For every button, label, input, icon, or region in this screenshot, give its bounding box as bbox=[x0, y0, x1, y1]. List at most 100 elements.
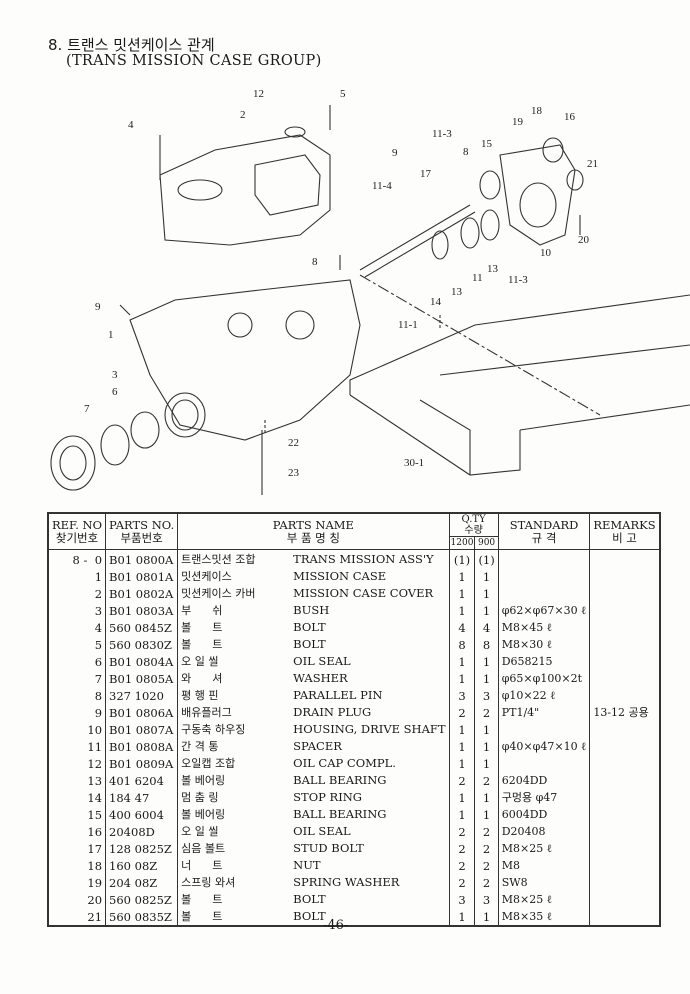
qty-900: 1 bbox=[474, 806, 499, 823]
parts-no: B01 0808A bbox=[105, 738, 179, 755]
qty-900: 1 bbox=[474, 568, 499, 585]
callout-label: 22 bbox=[288, 437, 299, 449]
parts-no: B01 0807A bbox=[105, 721, 179, 738]
name-english: BALL BEARING bbox=[293, 773, 387, 787]
qty-900: 8 bbox=[474, 636, 499, 653]
parts-no: 560 0825Z bbox=[105, 891, 179, 908]
remarks bbox=[589, 602, 661, 619]
name-korean: 스프링 와셔 bbox=[181, 876, 236, 889]
callout-label: 11-4 bbox=[372, 180, 392, 192]
standard: M8×45 ℓ bbox=[497, 619, 591, 636]
remarks bbox=[589, 755, 661, 772]
ref-no: 8 - 0 bbox=[47, 549, 107, 568]
callout-label: 15 bbox=[481, 138, 493, 150]
ref-no: 8 bbox=[47, 687, 107, 704]
bush bbox=[130, 411, 160, 449]
name-english: TRANS MISSION ASS'Y bbox=[293, 552, 434, 566]
qty-1200: 3 bbox=[448, 891, 476, 908]
name-english: HOUSING, DRIVE SHAFT bbox=[293, 722, 446, 736]
callout-label: 11 bbox=[472, 272, 483, 284]
callout-label: 12 bbox=[253, 88, 264, 100]
callout-label: 18 bbox=[531, 105, 543, 117]
name-korean: 볼 트 bbox=[181, 638, 223, 651]
name-korean: 볼 트 bbox=[181, 910, 223, 923]
standard: φ40×φ47×10 ℓ bbox=[497, 738, 591, 755]
qty-1200: 1 bbox=[448, 755, 476, 772]
parts-no: B01 0806A bbox=[105, 704, 179, 721]
name-korean: 밋션케이스 bbox=[181, 570, 232, 583]
parts-no: 560 0845Z bbox=[105, 619, 179, 636]
qty-1200: (1) bbox=[448, 549, 476, 568]
remarks bbox=[589, 823, 661, 840]
ref-no: 4 bbox=[47, 619, 107, 636]
name-korean: 부 쉬 bbox=[181, 604, 223, 617]
parts-no: B01 0802A bbox=[105, 585, 179, 602]
qty-1200: 1 bbox=[448, 568, 476, 585]
name-english: SPRING WASHER bbox=[293, 875, 400, 889]
name-korean: 밋션케이스 카버 bbox=[181, 587, 256, 600]
name-english: BOLT bbox=[293, 909, 326, 923]
standard: M8×35 ℓ bbox=[497, 908, 591, 926]
remarks bbox=[589, 568, 661, 585]
remarks bbox=[589, 738, 661, 755]
callout-label: 21 bbox=[587, 158, 598, 170]
name-korean: 심음 볼트 bbox=[181, 842, 226, 855]
standard bbox=[497, 568, 591, 585]
qty-900: 2 bbox=[474, 857, 499, 874]
parts-name: 구동축 하우징 HOUSING, DRIVE SHAFT bbox=[177, 721, 450, 738]
qty-900: 2 bbox=[474, 874, 499, 891]
qty-900: 1 bbox=[474, 602, 499, 619]
qty-1200: 1 bbox=[448, 789, 476, 806]
ref-no: 11 bbox=[47, 738, 107, 755]
name-korean: 구동축 하우징 bbox=[181, 723, 246, 736]
name-english: MISSION CASE bbox=[293, 569, 387, 583]
callout-label: 2 bbox=[240, 109, 246, 121]
qty-900: 2 bbox=[474, 704, 499, 721]
frame bbox=[349, 294, 690, 476]
remarks: 13-12 공용 bbox=[589, 704, 661, 721]
callout-label: 9 bbox=[95, 301, 101, 313]
qty-1200: 2 bbox=[448, 857, 476, 874]
qty-900: 1 bbox=[474, 789, 499, 806]
qty-1200: 1 bbox=[448, 602, 476, 619]
qty-1200: 2 bbox=[448, 704, 476, 721]
qty-1200: 2 bbox=[448, 772, 476, 789]
parts-no: B01 0801A bbox=[105, 568, 179, 585]
name-korean: 너 트 bbox=[181, 859, 223, 872]
qty-900: 1 bbox=[474, 755, 499, 772]
parts-name: 스프링 와셔 SPRING WASHER bbox=[177, 874, 450, 891]
callout-label: 23 bbox=[288, 467, 300, 479]
name-english: BOLT bbox=[293, 620, 326, 634]
qty-900: 1 bbox=[474, 738, 499, 755]
ref-no: 13 bbox=[47, 772, 107, 789]
name-english: WASHER bbox=[293, 671, 348, 685]
callout-label: 17 bbox=[420, 168, 432, 180]
parts-no: 327 1020 bbox=[105, 687, 179, 704]
name-korean: 멈 춤 링 bbox=[181, 791, 219, 804]
standard: PT1/4" bbox=[497, 704, 591, 721]
col-qty-1200: 1200 bbox=[448, 536, 476, 550]
remarks bbox=[589, 636, 661, 653]
name-english: OIL SEAL bbox=[293, 654, 351, 668]
remarks bbox=[589, 891, 661, 908]
name-english: OIL CAP COMPL. bbox=[293, 756, 396, 770]
callout-label: 8 bbox=[312, 256, 318, 268]
standard: φ10×22 ℓ bbox=[497, 687, 591, 704]
qty-1200: 1 bbox=[448, 585, 476, 602]
